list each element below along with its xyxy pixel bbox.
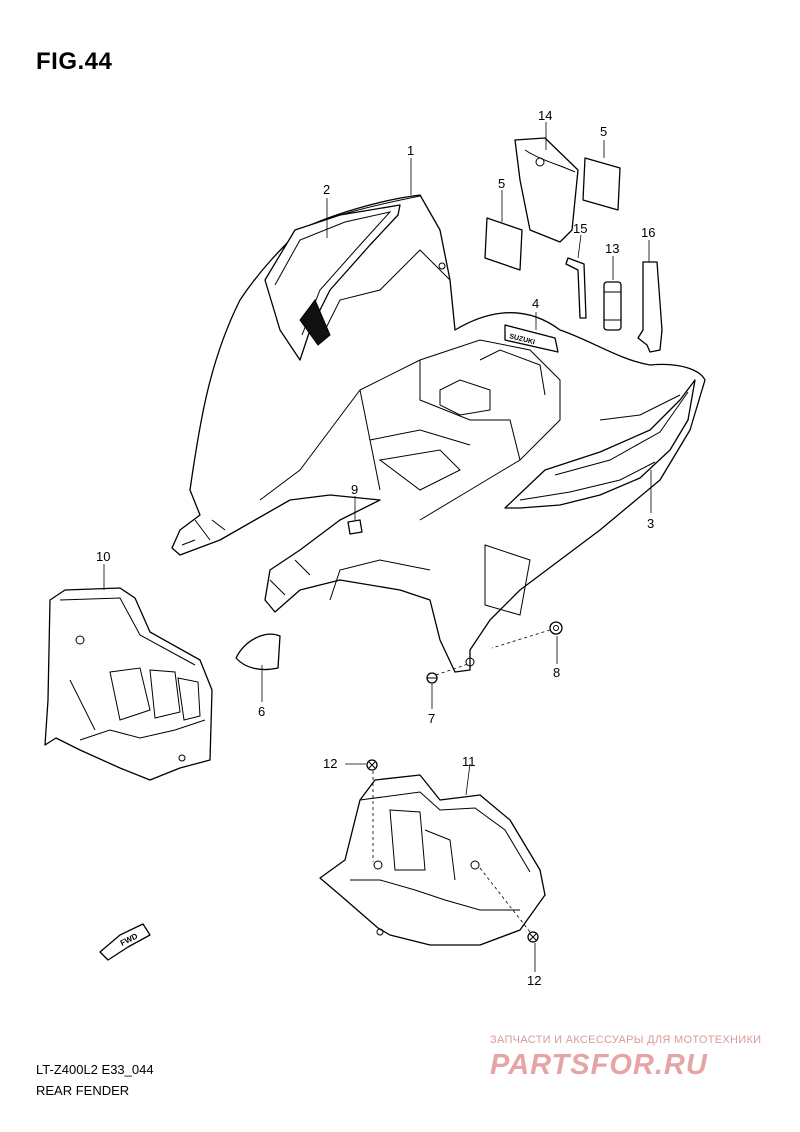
screw-12b — [527, 931, 539, 943]
callout-16: 16 — [641, 225, 655, 240]
callout-13: 13 — [605, 241, 619, 256]
suzuki-emblem: SUZUKI — [504, 324, 559, 353]
watermark-tagline: ЗАПЧАСТИ И АКСЕССУАРЫ ДЛЯ МОТОТЕХНИКИ — [490, 1034, 762, 1046]
callout-5b: 5 — [600, 124, 607, 139]
callout-7: 7 — [428, 711, 435, 726]
cover-cap — [235, 633, 281, 671]
figure-title: FIG.44 — [36, 48, 113, 75]
callout-6: 6 — [258, 704, 265, 719]
tool-bag — [514, 137, 579, 243]
callout-12b: 12 — [527, 973, 541, 988]
screw-12a — [366, 759, 378, 771]
fwd-arrow: FWD — [99, 923, 151, 961]
left-mud-guard — [44, 587, 213, 781]
figure-code: LT-Z400L2 E33_044 — [36, 1062, 154, 1077]
callout-8: 8 — [553, 665, 560, 680]
watermark-logo: PARTSFOR.RU — [490, 1049, 708, 1081]
callout-14: 14 — [538, 108, 552, 123]
callout-15: 15 — [573, 221, 587, 236]
clip-9 — [347, 519, 363, 535]
right-mud-guard — [319, 774, 546, 946]
callout-1: 1 — [407, 143, 414, 158]
figure-name: REAR FENDER — [36, 1083, 130, 1098]
callout-12a: 12 — [323, 756, 337, 771]
grommet-8 — [549, 621, 563, 635]
bolt-7 — [426, 672, 438, 684]
pad-5b — [582, 157, 621, 211]
callout-4: 4 — [532, 296, 539, 311]
callout-numbers: 1 2 3 4 5 5 6 7 8 9 10 11 12 12 13 14 15… — [96, 108, 655, 988]
callout-3: 3 — [647, 516, 654, 531]
rear-fender-main — [171, 194, 706, 673]
leader-lines — [103, 122, 652, 972]
callout-9: 9 — [351, 482, 358, 497]
left-decal — [264, 204, 401, 361]
callout-2: 2 — [323, 182, 330, 197]
spanner-tool — [637, 261, 663, 353]
right-decal — [504, 379, 696, 509]
pad-5a — [484, 217, 523, 271]
callout-5a: 5 — [498, 176, 505, 191]
socket-tool — [603, 281, 622, 331]
hex-wrench — [565, 257, 587, 319]
callout-11: 11 — [462, 754, 476, 769]
callout-10: 10 — [96, 549, 110, 564]
